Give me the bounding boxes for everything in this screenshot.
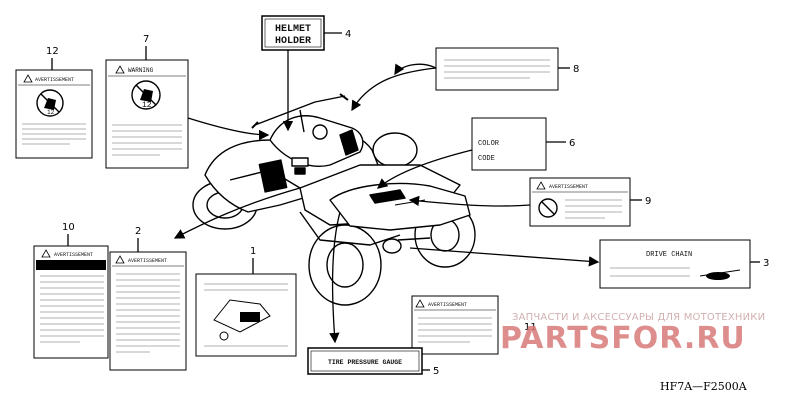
callout-numbers: 12 7 4 8 6 9 10 2 1 3 11 5: [46, 29, 769, 377]
callout-8: 8: [573, 64, 579, 75]
label-7-age: 12: [142, 101, 152, 110]
helmet-holder-line1: HELMET: [275, 24, 311, 35]
label-12-sticker: AVERTISSEMENT 12: [15, 69, 93, 159]
callout-7: 7: [143, 34, 149, 45]
callout-9: 9: [645, 196, 651, 207]
callout-1: 1: [250, 246, 256, 257]
label-12-header: AVERTISSEMENT: [35, 77, 74, 83]
label-7-header: WARNING: [128, 67, 154, 74]
label-12-age: 12: [47, 109, 55, 116]
helmet-holder-line2: HOLDER: [275, 36, 311, 47]
callout-6: 6: [569, 138, 575, 149]
label-10-header: AVERTISSEMENT: [54, 252, 93, 258]
label-7-sticker: WARNING 12: [105, 59, 189, 169]
label-10-sticker: AVERTISSEMENT: [33, 245, 109, 359]
tire-pressure-text: TIRE PRESSURE GAUGE: [328, 359, 402, 366]
color-code-line1: COLOR: [478, 140, 500, 148]
label-11-sticker: AVERTISSEMENT: [411, 295, 499, 355]
callout-3: 3: [763, 258, 769, 269]
label-6-color-code: COLOR CODE: [471, 117, 547, 171]
callout-12: 12: [46, 46, 59, 57]
leader-lines: [51, 32, 760, 371]
label-3-drive-chain: DRIVE CHAIN: [599, 239, 751, 289]
label-1-sticker: [195, 273, 297, 357]
label-5-tire-pressure: TIRE PRESSURE GAUGE: [307, 347, 423, 375]
watermark-tagline: ЗАПЧАСТИ И АКСЕССУАРЫ ДЛЯ МОТОТЕХНИКИ: [512, 312, 765, 323]
watermark-logo: PARTSFOR.RU: [500, 321, 746, 356]
watermark: ЗАПЧАСТИ И АКСЕССУАРЫ ДЛЯ МОТОТЕХНИКИ PA…: [500, 312, 765, 356]
color-code-line2: CODE: [478, 155, 495, 163]
callout-5: 5: [433, 366, 439, 377]
diagram-code: HF7A—F2500A: [660, 380, 748, 393]
atv-illustration: [192, 93, 476, 306]
callout-10: 10: [62, 222, 75, 233]
callout-2: 2: [135, 226, 141, 237]
label-9-sticker: AVERTISSEMENT: [529, 177, 631, 227]
label-2-header: AVERTISSEMENT: [128, 258, 167, 264]
callout-4: 4: [345, 29, 351, 40]
label-11-header: AVERTISSEMENT: [428, 302, 467, 308]
label-8-sticker: [435, 47, 559, 91]
label-9-header: AVERTISSEMENT: [549, 184, 588, 190]
callout-11: 11: [524, 322, 537, 333]
label-4-helmet-holder: HELMET HOLDER: [261, 15, 325, 51]
drive-chain-text: DRIVE CHAIN: [646, 251, 692, 259]
label-2-sticker: AVERTISSEMENT: [109, 251, 187, 371]
